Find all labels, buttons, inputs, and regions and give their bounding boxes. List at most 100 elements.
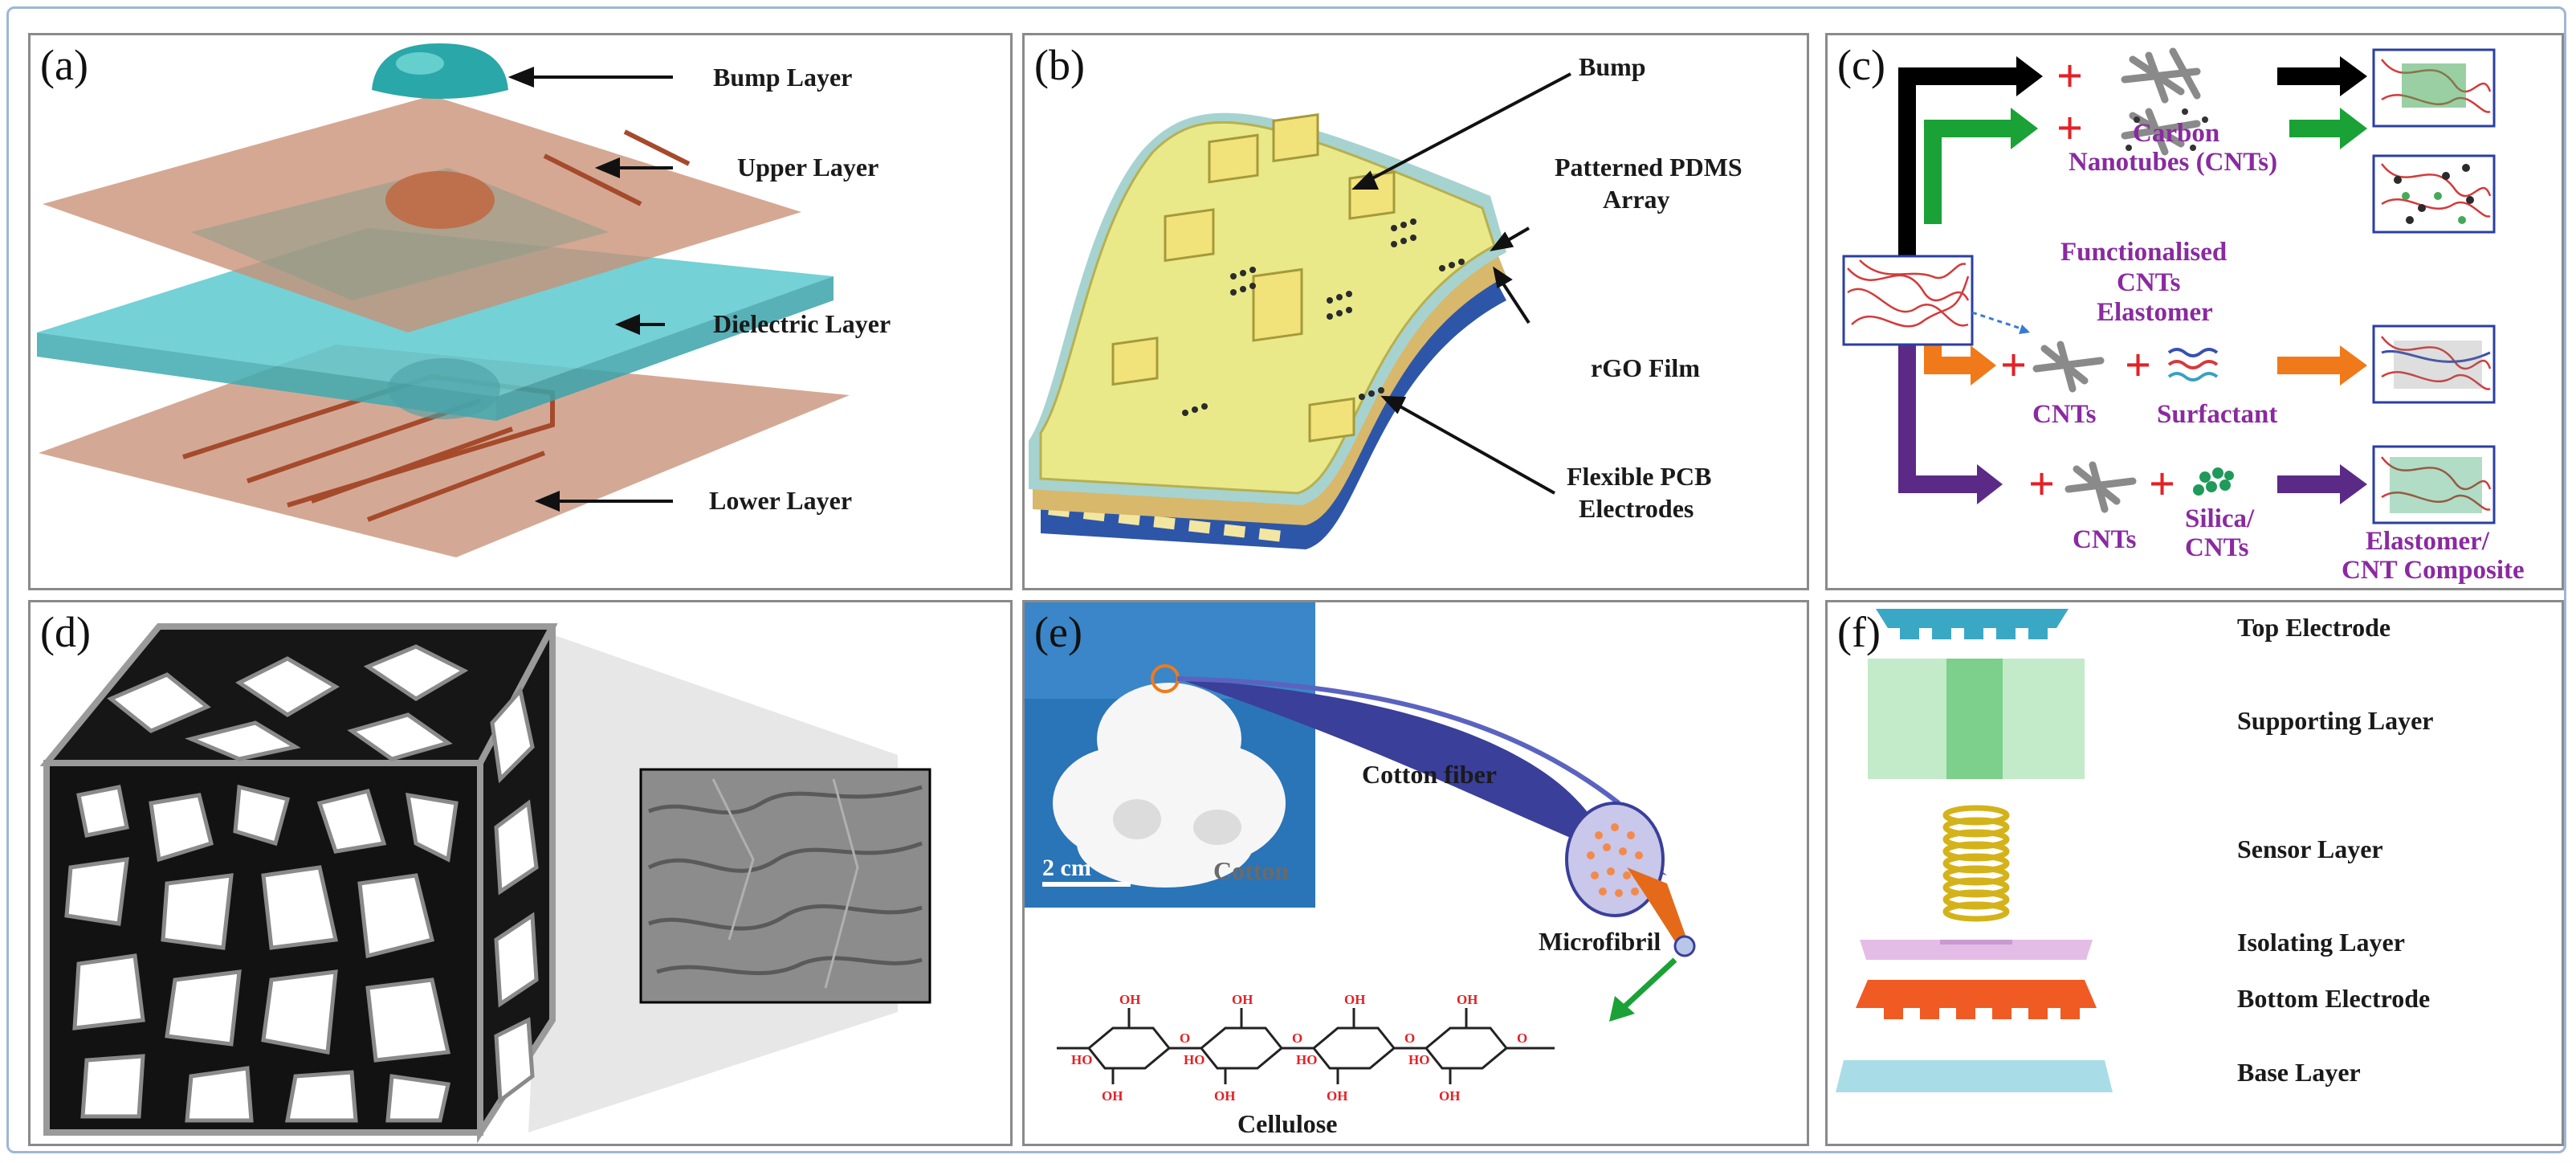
- panel-a: Bump Layer Upper Layer Dielectric Layer …: [28, 33, 1013, 590]
- cotton-photo-label: Cotton: [1213, 856, 1289, 885]
- elastomer-label: Elastomer: [2097, 298, 2213, 327]
- o-4: O: [1517, 1030, 1527, 1046]
- sensor-layer-label: Sensor Layer: [2237, 835, 2383, 863]
- bottom-electrode: [1856, 980, 2097, 1019]
- plus-orange-1: +: [2000, 339, 2027, 391]
- supporting-layer: [1868, 659, 2085, 779]
- o-2: O: [1292, 1030, 1302, 1046]
- fiber-cross-section: [1565, 802, 1665, 917]
- silica-label: Silica/: [2185, 504, 2255, 533]
- sensor-pads: [1111, 112, 1396, 443]
- panel-f: Top Electrode Supporting Layer Sensor La…: [1825, 600, 2564, 1146]
- isolating-layer: [1860, 940, 2093, 960]
- base-layer-label: Base Layer: [2237, 1058, 2361, 1087]
- surfactant-icon: [2167, 348, 2219, 382]
- purple-flow-arrow: [1898, 300, 2367, 504]
- sem-micrograph-inset: [639, 768, 931, 1004]
- flexible-pcb-label: Flexible PCB: [1567, 462, 1711, 491]
- panel-a-illustration: Bump Layer Upper Layer Dielectric Layer …: [37, 43, 891, 557]
- composite-box-1: [2372, 48, 2496, 128]
- dielectric-circle: [388, 358, 500, 419]
- array-label: Array: [1603, 185, 1670, 214]
- ho-2: HO: [1184, 1052, 1204, 1067]
- ho-1: HO: [1071, 1052, 1092, 1067]
- electrodes-label: Electrodes: [1579, 494, 1694, 523]
- plus-black: +: [2056, 50, 2083, 102]
- o-1: O: [1180, 1030, 1190, 1046]
- cnt-cluster-icon: [2032, 47, 2201, 513]
- panel-d: (d): [28, 600, 1013, 1146]
- scale-bar-label: 2 cm: [1042, 855, 1091, 881]
- bump-label: Bump: [1579, 52, 1646, 81]
- oh-1: OH: [1119, 992, 1140, 1007]
- microfibril-label: Microfibril: [1539, 927, 1661, 956]
- panel-b-tag: (b): [1034, 41, 1085, 89]
- oh-3: OH: [1344, 992, 1365, 1007]
- black-flow-arrow: [1898, 56, 2367, 333]
- panel-c: + + + + + +: [1825, 33, 2564, 590]
- figure-frame: Bump Layer Upper Layer Dielectric Layer …: [6, 6, 2566, 1153]
- oh-2: OH: [1232, 992, 1253, 1007]
- silica-icon: [2193, 467, 2234, 496]
- foam-pores: [64, 644, 539, 1123]
- cellulose-oh-groups: OH OH OH OH OH OH OH OH HO HO HO HO O O …: [1071, 992, 1527, 1104]
- panel-c-tag: (c): [1837, 41, 1885, 89]
- carbon-label: Carbon: [2133, 119, 2219, 148]
- panel-e: 2 cm Cotton Cotton fiber Microfibril: [1022, 600, 1809, 1146]
- microfibril: [1627, 867, 1687, 948]
- plus-purple-1: +: [2028, 458, 2055, 510]
- lower-electrode-lines: [182, 373, 555, 522]
- panel-d-illustration: [39, 623, 931, 1144]
- panel-a-tag: (a): [40, 41, 88, 89]
- elastomer-composite-label: Elastomer/: [2366, 527, 2490, 556]
- oh-6: OH: [1214, 1088, 1235, 1104]
- upper-overlap: [191, 168, 609, 300]
- composite-box-4: [2372, 445, 2496, 524]
- elastomer-box: [1842, 255, 1974, 346]
- cellulose-label: Cellulose: [1237, 1109, 1337, 1138]
- panel-f-tag: (f): [1837, 608, 1881, 656]
- o-3: O: [1404, 1030, 1415, 1046]
- panel-e-illustration: 2 cm Cotton Cotton fiber Microfibril: [1025, 602, 1696, 1138]
- top-electrode-label: Top Electrode: [2237, 613, 2391, 642]
- plus-purple-2: +: [2149, 458, 2175, 510]
- purple-cnts-label: CNTs: [2073, 525, 2137, 554]
- surfactant-label: Surfactant: [2157, 400, 2277, 429]
- green-flow-arrow: [1924, 108, 2367, 224]
- oh-5: OH: [1102, 1088, 1123, 1104]
- oh-8: OH: [1439, 1088, 1460, 1104]
- sensor-spring: [1942, 805, 2010, 922]
- top-electrode: [1876, 609, 2069, 639]
- composite-box-2: [2372, 154, 2496, 234]
- base-layer: [1836, 1060, 2113, 1092]
- plus-green: +: [2056, 102, 2083, 154]
- cotton-fiber-label: Cotton fiber: [1362, 760, 1497, 789]
- oh-4: OH: [1457, 992, 1478, 1007]
- panel-b: Bump Patterned PDMS Array rGO Film Flexi…: [1022, 33, 1809, 590]
- plus-orange-2: +: [2125, 339, 2151, 391]
- panel-b-illustration: Bump Patterned PDMS Array rGO Film Flexi…: [1029, 52, 1742, 549]
- functionalised-label: Functionalised: [2060, 238, 2227, 267]
- supporting-layer-label: Supporting Layer: [2237, 706, 2433, 735]
- plus-signs: + + + + + +: [2000, 50, 2175, 510]
- nanotubes-label: Nanotubes (CNTs): [2069, 148, 2277, 177]
- cotton-photo: [1025, 602, 1315, 908]
- bump-layer-label: Bump Layer: [713, 63, 852, 92]
- orange-cnts-label: CNTs: [2032, 400, 2097, 429]
- cnt-composite-label: CNT Composite: [2342, 556, 2525, 585]
- cellulose-structure: [1057, 1008, 1555, 1084]
- bump-dome: [372, 43, 508, 99]
- green-arrow: [1616, 957, 1677, 1014]
- functional-groups: [2126, 108, 2208, 151]
- bottom-electrode-label: Bottom Electrode: [2237, 984, 2430, 1013]
- oh-7: OH: [1327, 1088, 1347, 1104]
- lower-layer-label: Lower Layer: [709, 486, 852, 515]
- panel-c-illustration: + + + + + +: [1842, 47, 2525, 585]
- upper-layer-label: Upper Layer: [737, 153, 878, 182]
- cotton-fiber: [1177, 679, 1667, 875]
- upper-circle: [385, 171, 495, 229]
- panel-e-tag: (e): [1034, 608, 1082, 656]
- upper-electrode-lines: [543, 129, 691, 206]
- rgo-film-label: rGO Film: [1591, 353, 1700, 382]
- dielectric-layer-label: Dielectric Layer: [713, 309, 891, 338]
